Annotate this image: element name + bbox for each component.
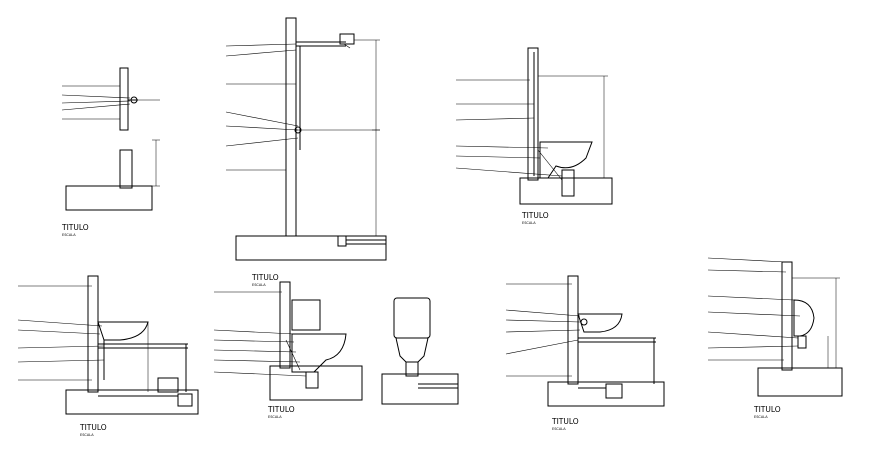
detail-7-scale: ESCALA xyxy=(552,427,566,431)
detail-8-scale: ESCALA xyxy=(754,415,768,419)
detail-4-sink-section: TITULO ESCALA xyxy=(17,275,199,437)
toilet-front-icon xyxy=(395,337,429,363)
detail-2-title: TITULO xyxy=(251,273,279,282)
detail-5-title: TITULO xyxy=(267,405,295,414)
toilet-bowl-icon xyxy=(539,141,593,179)
detail-3-leaders xyxy=(455,79,563,177)
detail-3-scale: ESCALA xyxy=(522,221,536,225)
detail-1-leaders xyxy=(61,85,131,120)
detail-8-title: TITULO xyxy=(753,405,781,414)
detail-7-title: TITULO xyxy=(551,417,579,426)
detail-8-urinal-section: TITULO ESCALA xyxy=(707,257,843,419)
urinal-icon xyxy=(793,299,815,337)
sink-basin-icon xyxy=(97,321,149,341)
detail-2-shower-section: TITULO ESCALA xyxy=(225,17,387,287)
detail-6-toilet-front-view xyxy=(381,297,459,405)
detail-4-scale: ESCALA xyxy=(80,433,94,437)
detail-3-title: TITULO xyxy=(521,211,549,220)
toilet-tank-icon xyxy=(291,299,321,331)
detail-7-sink-section: TITULO ESCALA xyxy=(505,275,665,431)
detail-4-leaders xyxy=(17,285,105,381)
detail-5-toilet-tank-section: TITULO ESCALA xyxy=(213,281,363,419)
detail-1-title: TITULO xyxy=(61,223,89,232)
detail-5-leaders xyxy=(213,291,307,377)
sink-basin-icon-2 xyxy=(577,313,623,333)
detail-2-scale: ESCALA xyxy=(252,283,266,287)
detail-7-leaders xyxy=(505,283,581,377)
detail-4-title: TITULO xyxy=(79,423,107,432)
detail-8-leaders xyxy=(707,257,801,361)
detail-5-scale: ESCALA xyxy=(268,415,282,419)
detail-1-wall-valve: TITULO ESCALA xyxy=(61,67,160,237)
shower-head-icon xyxy=(339,33,355,45)
detail-2-leaders xyxy=(225,43,299,171)
detail-1-scale: ESCALA xyxy=(62,233,76,237)
detail-3-toilet-section: TITULO ESCALA xyxy=(455,47,613,225)
